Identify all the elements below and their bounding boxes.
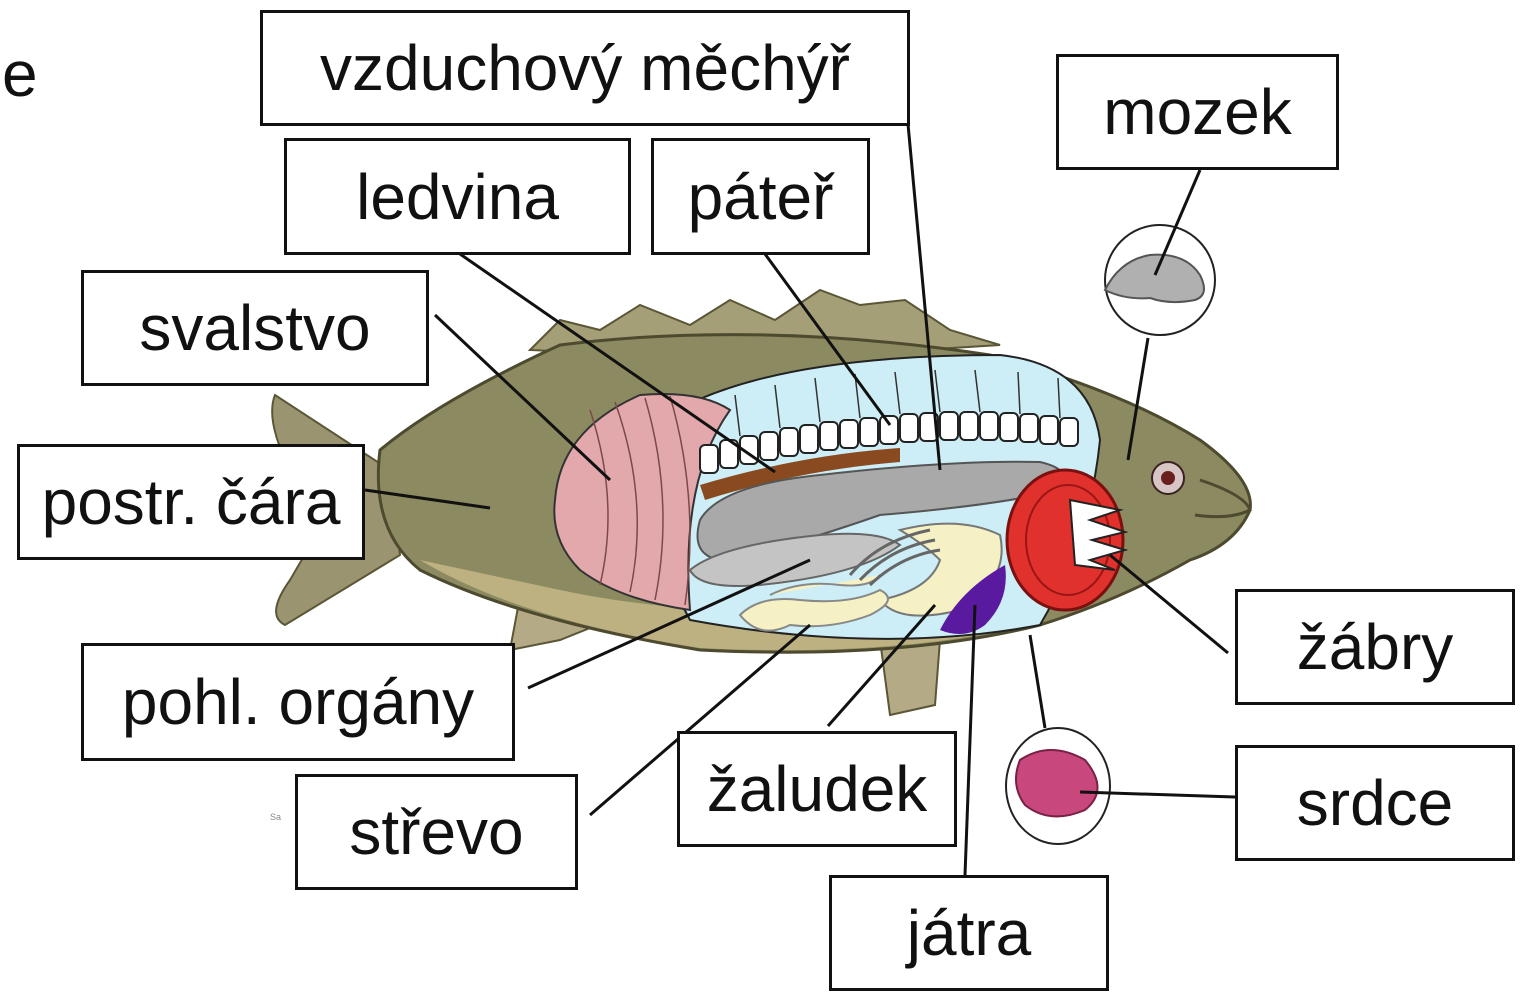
label-gills: žábry <box>1235 589 1515 705</box>
edge-text-fragment: e <box>2 42 38 106</box>
label-gonads: pohl. orgány <box>81 643 515 761</box>
label-heart: srdce <box>1235 745 1515 861</box>
pelvic-fin <box>880 640 940 715</box>
label-spine: páteř <box>651 138 870 255</box>
label-muscle: svalstvo <box>81 270 429 386</box>
gills <box>1007 470 1125 610</box>
brain-inset <box>1105 225 1215 335</box>
label-lateral-line: postr. čára <box>17 444 365 560</box>
label-swim-bladder: vzduchový měchýř <box>260 10 910 126</box>
label-liver: játra <box>829 875 1109 991</box>
label-stomach: žaludek <box>677 731 957 847</box>
label-kidney: ledvina <box>284 138 631 255</box>
heart-inset <box>1006 728 1110 844</box>
tiny-mark: Sa <box>270 812 281 822</box>
label-brain: mozek <box>1056 54 1339 170</box>
label-intestine: střevo <box>295 774 578 890</box>
